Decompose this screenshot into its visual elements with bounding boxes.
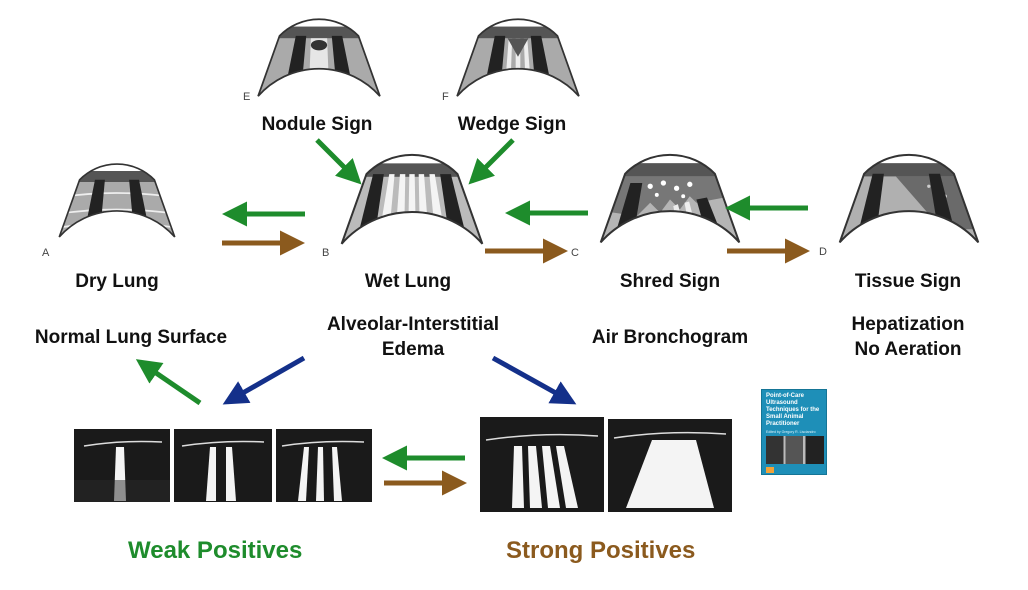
us-frame-weak-1: [74, 429, 170, 502]
caption-no-aeration: No Aeration: [854, 339, 962, 360]
fan-wet-lung: [340, 153, 484, 245]
label-dry-lung: Dry Lung: [75, 271, 159, 292]
arrow-wedge-to-wet: [468, 138, 515, 185]
panel-letter-f: F: [442, 91, 449, 103]
book-cover: Point-of-Care Ultrasound Techniques for …: [761, 389, 827, 475]
label-strong-positives: Strong Positives: [506, 537, 696, 564]
fan-tissue-sign: [838, 153, 980, 244]
us-frame-strong-2: [608, 419, 732, 512]
us-frame-weak-3: [276, 429, 372, 502]
fan-wedge-sign: [456, 18, 580, 97]
arrow-edema-to-weak: [222, 355, 306, 405]
us-frame-weak-2: [174, 429, 272, 502]
caption-edema-line2: Edema: [381, 339, 445, 360]
arrow-nodule-to-wet: [315, 138, 362, 185]
fan-shred-sign: [599, 153, 741, 244]
label-nodule-sign: Nodule Sign: [261, 114, 373, 135]
fan-dry-lung: [58, 163, 176, 238]
us-frame-strong-1: [480, 417, 604, 512]
arrow-weak-to-normal: [135, 359, 202, 406]
label-weak-positives: Weak Positives: [128, 537, 303, 564]
caption-hepatization: Hepatization: [851, 314, 965, 335]
caption-normal-lung-surface: Normal Lung Surface: [34, 327, 228, 348]
book-cover-image: [766, 436, 824, 464]
panel-letter-e: E: [243, 91, 251, 103]
book-title: Point-of-Care Ultrasound Techniques for …: [766, 393, 820, 427]
arrow-edema-to-strong: [491, 355, 577, 405]
panel-letter-b: B: [322, 247, 330, 259]
panel-letter-d: D: [819, 246, 827, 258]
label-shred-sign: Shred Sign: [619, 271, 721, 292]
panel-letter-a: A: [42, 247, 50, 259]
fan-nodule-sign: [257, 18, 381, 97]
label-wet-lung: Wet Lung: [364, 271, 452, 292]
label-wedge-sign: Wedge Sign: [457, 114, 567, 135]
panel-letter-c: C: [571, 247, 579, 259]
caption-edema-line1: Alveolar-Interstitial: [326, 314, 500, 335]
caption-air-bronchogram: Air Bronchogram: [591, 327, 749, 348]
book-subtitle: Edited by Gregory R. Lisciandro: [766, 430, 816, 434]
book-publisher-logo: [766, 467, 774, 473]
label-tissue-sign: Tissue Sign: [854, 271, 962, 292]
